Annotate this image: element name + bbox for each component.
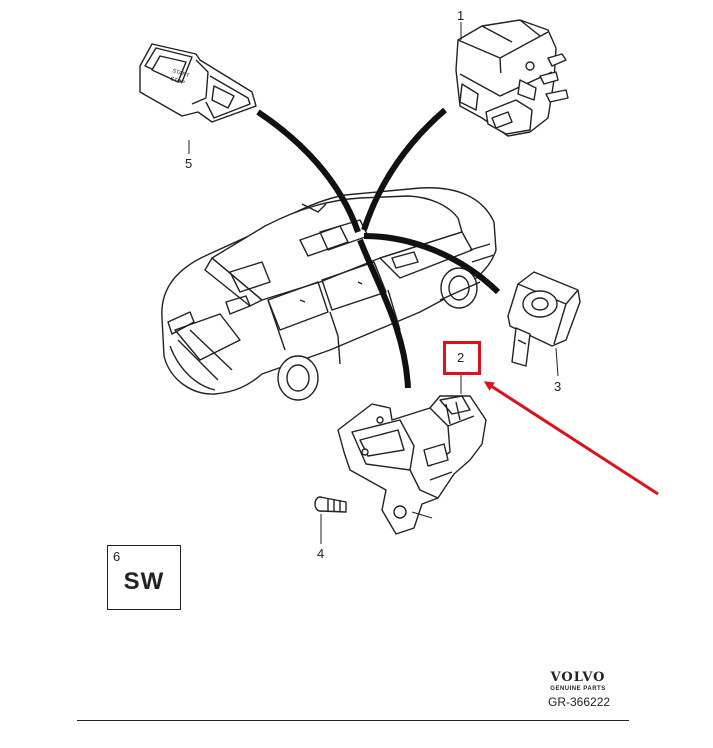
leader-lines (256, 107, 501, 389)
callout-ticks (188, 22, 559, 544)
sw-box: 6 SW (107, 545, 181, 610)
stop-label: STOP (169, 76, 185, 86)
callout-3: 3 (554, 379, 562, 394)
brand-subtitle: GENUINE PARTS (550, 686, 606, 692)
antenna-sensor-part (507, 271, 581, 367)
callout-5: 5 (185, 156, 193, 171)
callout-1: 1 (457, 8, 465, 23)
callout-4: 4 (317, 546, 325, 561)
callout-2: 2 (457, 350, 465, 365)
highlight-box (443, 341, 481, 375)
start-label: START (171, 68, 190, 79)
red-arrow (483, 381, 659, 496)
reference-code: GR-366222 (548, 695, 611, 709)
bolt-part (314, 496, 347, 513)
lock-module-part (455, 19, 569, 137)
start-stop-button-part: START STOP (139, 43, 257, 123)
sw-box-text: SW (123, 568, 165, 595)
bottom-rule (77, 720, 629, 721)
brand-logo: VOLVO GENUINE PARTS (528, 670, 628, 692)
sw-box-number: 6 (113, 549, 121, 564)
brand-name: VOLVO (550, 670, 606, 685)
car-illustration (161, 187, 497, 401)
bracket-part (337, 395, 487, 535)
